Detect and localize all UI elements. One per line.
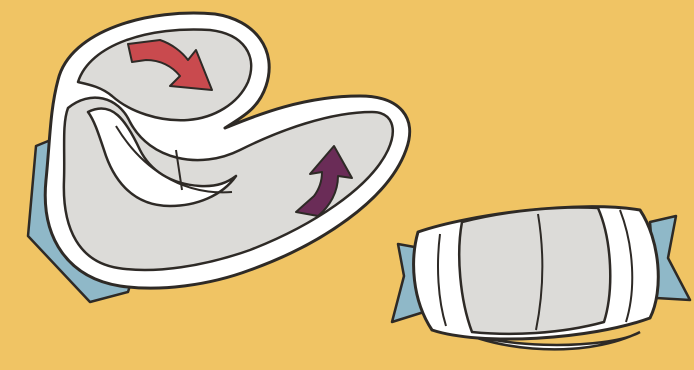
- roll-center: [459, 208, 610, 334]
